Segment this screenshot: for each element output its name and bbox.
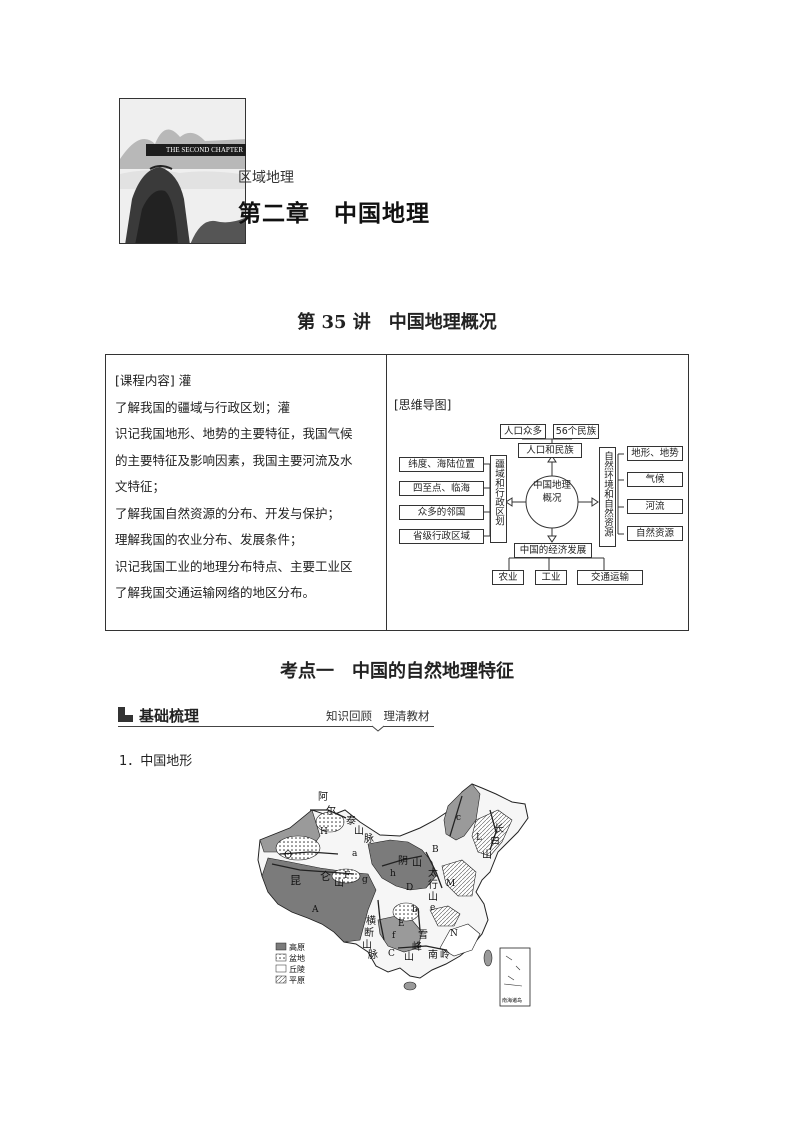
item-china-terrain: 1．中国地形: [119, 754, 193, 769]
course-content: [课程内容] 灌 了解我国的疆域与行政区划；灌 识记我国地形、地势的主要特征，我…: [115, 368, 383, 607]
mindmap-node-natural-resources: 自然资源: [627, 526, 683, 541]
mindmap-node-environment-label: 自然环境和自然资源: [602, 451, 613, 537]
map-label: F: [344, 871, 350, 881]
lecture-title: 第 35 讲 中国地理概况: [297, 312, 497, 333]
map-label: 山: [482, 849, 492, 861]
mindmap-node-provinces: 省级行政区域: [399, 529, 484, 544]
mindmap-node-agriculture: 农业: [492, 570, 524, 585]
mindmap-node-territory-label: 疆域和行政区划: [493, 459, 504, 526]
mindmap-node-environment: 自然环境和自然资源: [599, 447, 616, 547]
map-label: 阿: [318, 791, 328, 803]
course-content-heading: [课程内容] 灌: [115, 373, 192, 388]
map-label: O: [284, 850, 292, 861]
map-label: 仑: [320, 869, 331, 883]
mindmap-node-transport: 交通运输: [577, 570, 643, 585]
chapter-banner: THE SECOND CHAPTER: [146, 144, 246, 156]
map-label: 阴: [398, 855, 408, 867]
mindmap-label: [思维导图]: [394, 398, 452, 412]
map-label: 白: [490, 834, 500, 847]
course-content-line: 文特征；: [115, 479, 166, 494]
course-content-line: 的主要特征及影响因素，我国主要河流及水: [115, 452, 353, 468]
chapter-cover-image: [119, 98, 246, 244]
map-label: E: [398, 919, 405, 929]
mindmap-node-population: 人口众多: [500, 424, 546, 439]
map-label: 山: [404, 951, 414, 963]
map-label: 山: [428, 891, 438, 903]
mindmap-node-neighbors: 众多的邻国: [399, 505, 484, 520]
course-content-line: 理解我国的农业分布、发展条件；: [115, 532, 303, 547]
map-label: 山: [412, 857, 422, 869]
mindmap-node-ethnic-groups: 56个民族: [553, 424, 599, 439]
section-label: 区域地理: [238, 170, 294, 186]
mindmap-node-climate: 气候: [627, 472, 683, 487]
mindmap-node-industry: 工业: [535, 570, 567, 585]
map-label: 岭: [440, 948, 450, 961]
map-label: 横: [366, 914, 376, 927]
rule-notch-icon: [372, 725, 385, 732]
legend-plateau: 高原: [289, 942, 305, 952]
mindmap-node-population-ethnicity: 人口和民族: [518, 443, 582, 458]
basics-subheading: 知识回顾 理清教材: [326, 709, 430, 723]
map-label: a: [352, 849, 358, 859]
map-legend: 高原 盆地 丘陵 平原: [275, 942, 305, 985]
map-label: c: [456, 813, 461, 823]
map-label: D: [406, 883, 413, 893]
map-inset-label: 南海诸岛: [502, 997, 522, 1004]
map-label: 行: [428, 878, 438, 891]
course-content-line: 了解我国交通运输网络的地区分布。: [115, 585, 316, 600]
map-label: C: [388, 949, 395, 959]
mindmap-connectors: [484, 432, 624, 570]
map-label: H: [320, 827, 328, 837]
legend-plain: 平原: [289, 976, 305, 985]
box-divider: [386, 354, 387, 631]
chapter-title: 第二章 中国地理: [238, 201, 430, 227]
legend-basin: 盆地: [289, 953, 305, 963]
topic-title: 考点一 中国的自然地理特征: [280, 661, 514, 682]
map-label: h: [390, 869, 396, 879]
course-overview-box: [105, 354, 689, 631]
china-terrain-map: 南海诸岛 阿 尔 泰 山 脉 H O a 昆 仑 山 F g A B 阴 山 h…: [257, 783, 531, 1007]
map-label: A: [311, 905, 319, 915]
course-content-line: 识记我国工业的地理分布特点、主要工业区: [115, 558, 353, 574]
map-label: B: [432, 845, 439, 855]
map-label: L: [476, 833, 482, 843]
mindmap-node-extreme-points: 四至点、临海: [399, 481, 484, 496]
map-label: 昆: [290, 874, 301, 887]
map-label: 泰: [346, 814, 356, 827]
map-label: 山: [334, 877, 344, 889]
map-label: M: [446, 879, 455, 889]
mindmap-node-terrain: 地形、地势: [627, 446, 683, 461]
mindmap-node-economy: 中国的经济发展: [514, 543, 592, 558]
map-label: 脉: [364, 832, 374, 845]
map-label: g: [362, 875, 368, 885]
mindmap-node-territory: 疆域和行政区划: [490, 455, 507, 543]
map-label: 雪: [418, 929, 428, 941]
map-label: b: [412, 905, 418, 915]
map-label: 长: [494, 823, 504, 835]
map-label: 峰: [412, 941, 422, 953]
square-bullet-icon-cutout: [125, 707, 133, 715]
map-label: e: [430, 903, 435, 913]
mindmap-node-latitude: 纬度、海陆位置: [399, 457, 484, 472]
basics-heading: 基础梳理: [139, 707, 200, 725]
course-content-line: 识记我国地形、地势的主要特征，我国气候: [115, 426, 353, 441]
map-label: 太: [428, 866, 438, 879]
map-label: 脉: [368, 948, 378, 961]
map-label: 南: [428, 948, 438, 961]
basics-rule: [118, 726, 434, 727]
mindmap-center-label: 中国地理概况: [532, 480, 571, 504]
map-label: 山: [354, 825, 364, 837]
mindmap-node-rivers: 河流: [627, 499, 683, 514]
map-label: 山: [362, 939, 372, 951]
course-content-line: 了解我国的疆域与行政区划；灌: [115, 399, 291, 415]
map-label: N: [450, 929, 458, 939]
map-label: f: [392, 931, 396, 941]
course-content-line: 了解我国自然资源的分布、开发与保护；: [115, 505, 341, 521]
legend-hills: 丘陵: [289, 965, 305, 974]
map-label: 断: [364, 926, 374, 939]
map-label: 尔: [326, 804, 336, 817]
